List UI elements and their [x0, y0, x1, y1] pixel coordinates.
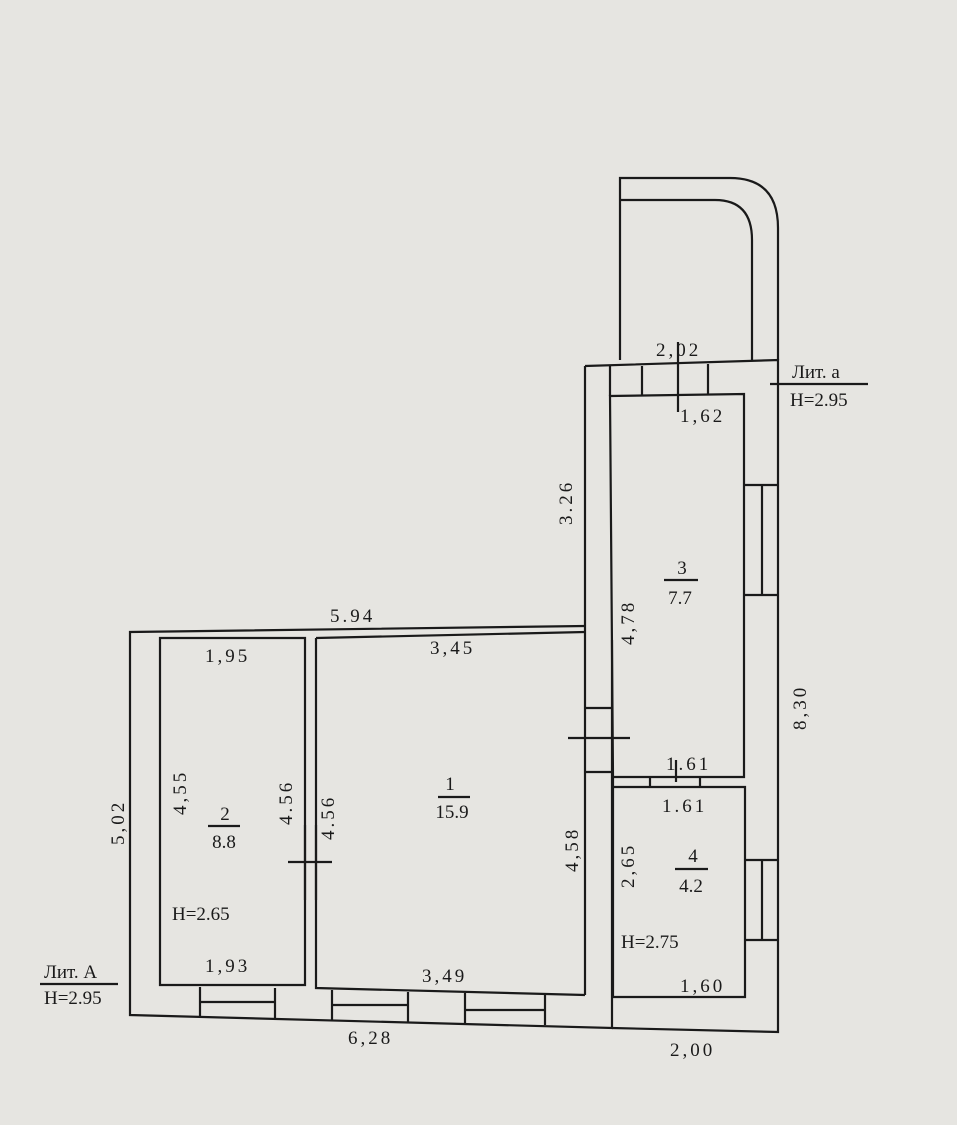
door — [568, 706, 630, 774]
door — [611, 777, 702, 787]
lit-a-height: H=2.95 — [790, 390, 848, 411]
window — [744, 483, 778, 597]
dim-room4-top: 1.61 — [662, 796, 707, 817]
window — [330, 990, 410, 1022]
window — [198, 987, 277, 1018]
room4-area: 4.2 — [679, 876, 703, 897]
dim-partition-right: 4.56 — [318, 795, 339, 840]
window — [745, 858, 778, 942]
dim-balcony: 2,02 — [656, 340, 701, 361]
room2-number: 2 — [220, 804, 230, 825]
annex-wall-inner — [608, 392, 746, 779]
room3-area: 7.7 — [668, 588, 692, 609]
dim-room3-left: 4,78 — [618, 600, 639, 645]
room2-area: 8.8 — [212, 832, 236, 853]
door — [288, 825, 332, 900]
dim-room3-top: 1,62 — [680, 406, 725, 427]
main-outer-wall — [128, 624, 614, 1030]
room4-number: 4 — [688, 846, 698, 867]
room3-number: 3 — [677, 558, 687, 579]
room1-area: 15.9 — [435, 802, 468, 823]
dim-room3-bottom: 1.61 — [666, 754, 711, 775]
dim-room1-top: 3,45 — [430, 638, 475, 659]
dim-room4-bottom: 1,60 — [680, 976, 725, 997]
balcony — [618, 176, 780, 360]
dim-annex-right-outer: 8,30 — [790, 685, 811, 730]
room2-wall — [158, 636, 307, 987]
lit-A-name: Лит. А — [44, 962, 97, 983]
dim-room4-left: 2,65 — [618, 843, 639, 888]
dim-room1-bottom: 3,49 — [422, 966, 467, 987]
dim-partition-left: 4.56 — [276, 780, 297, 825]
dim-room1-right: 4,58 — [562, 827, 583, 872]
balcony-inner — [620, 198, 754, 360]
dim-room2-bottom: 1,93 — [205, 956, 250, 977]
dim-top-main: 5.94 — [330, 606, 375, 627]
window — [463, 993, 547, 1025]
dimension-tick — [674, 342, 680, 782]
dim-room2-left: 4,55 — [170, 770, 191, 815]
room1-number: 1 — [445, 774, 455, 795]
room1-wall — [314, 630, 586, 997]
room4-height: H=2.75 — [621, 932, 679, 953]
dim-left-outer: 5,02 — [108, 800, 129, 845]
lit-a-name: Лит. а — [792, 362, 840, 383]
dim-room2-top: 1,95 — [205, 646, 250, 667]
dim-annex-left-outer: 3.26 — [556, 480, 577, 525]
room2-height: H=2.65 — [172, 904, 230, 925]
annex-outer-wall — [584, 358, 780, 1034]
dim-bottom-annex: 2,00 — [670, 1040, 715, 1061]
lit-A-height: H=2.95 — [44, 988, 102, 1009]
dim-bottom-main: 6,28 — [348, 1028, 393, 1049]
annex-doorway — [608, 364, 710, 396]
